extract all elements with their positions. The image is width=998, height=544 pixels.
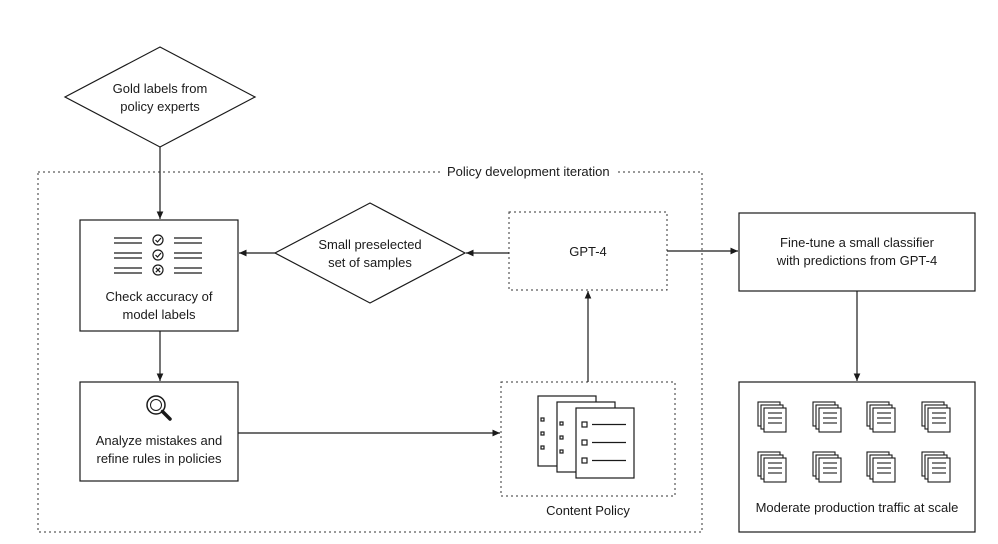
check-circle-icon — [152, 249, 164, 261]
analyze-label: Analyze mistakes and refine rules in pol… — [95, 433, 223, 466]
analyze-box — [79, 381, 239, 482]
stacked-documents-icon — [866, 451, 896, 483]
moderate-label: Moderate production traffic at scale — [755, 500, 959, 515]
check-accuracy-label: Check accuracy of model labels — [105, 289, 213, 322]
stacked-documents-icon — [757, 451, 787, 483]
cross-circle-icon — [152, 264, 164, 276]
content-policy-label: Content Policy — [546, 503, 630, 518]
classifier-grid-icons — [757, 401, 951, 483]
checklist-icon — [114, 234, 202, 276]
finetune-box — [738, 212, 976, 292]
stacked-documents-icon — [757, 401, 787, 433]
stacked-documents-icon — [866, 401, 896, 433]
stacked-documents-icon — [921, 401, 951, 433]
finetune-label: Fine-tune a small classifier with predic… — [776, 235, 938, 268]
gpt4-label: GPT-4 — [569, 244, 607, 259]
magnifier-icon — [146, 395, 172, 421]
stacked-documents-icon — [921, 451, 951, 483]
samples-diamond — [273, 202, 467, 304]
iteration-frame — [37, 171, 703, 533]
iteration-frame-title: Policy development iteration — [441, 164, 616, 180]
stacked-documents-icon — [812, 401, 842, 433]
document-stack-icon — [537, 395, 635, 479]
gold-labels-label: Gold labels from policy experts — [112, 81, 208, 114]
stacked-documents-icon — [812, 451, 842, 483]
samples-label: Small preselected set of samples — [318, 237, 422, 270]
check-circle-icon — [152, 234, 164, 246]
